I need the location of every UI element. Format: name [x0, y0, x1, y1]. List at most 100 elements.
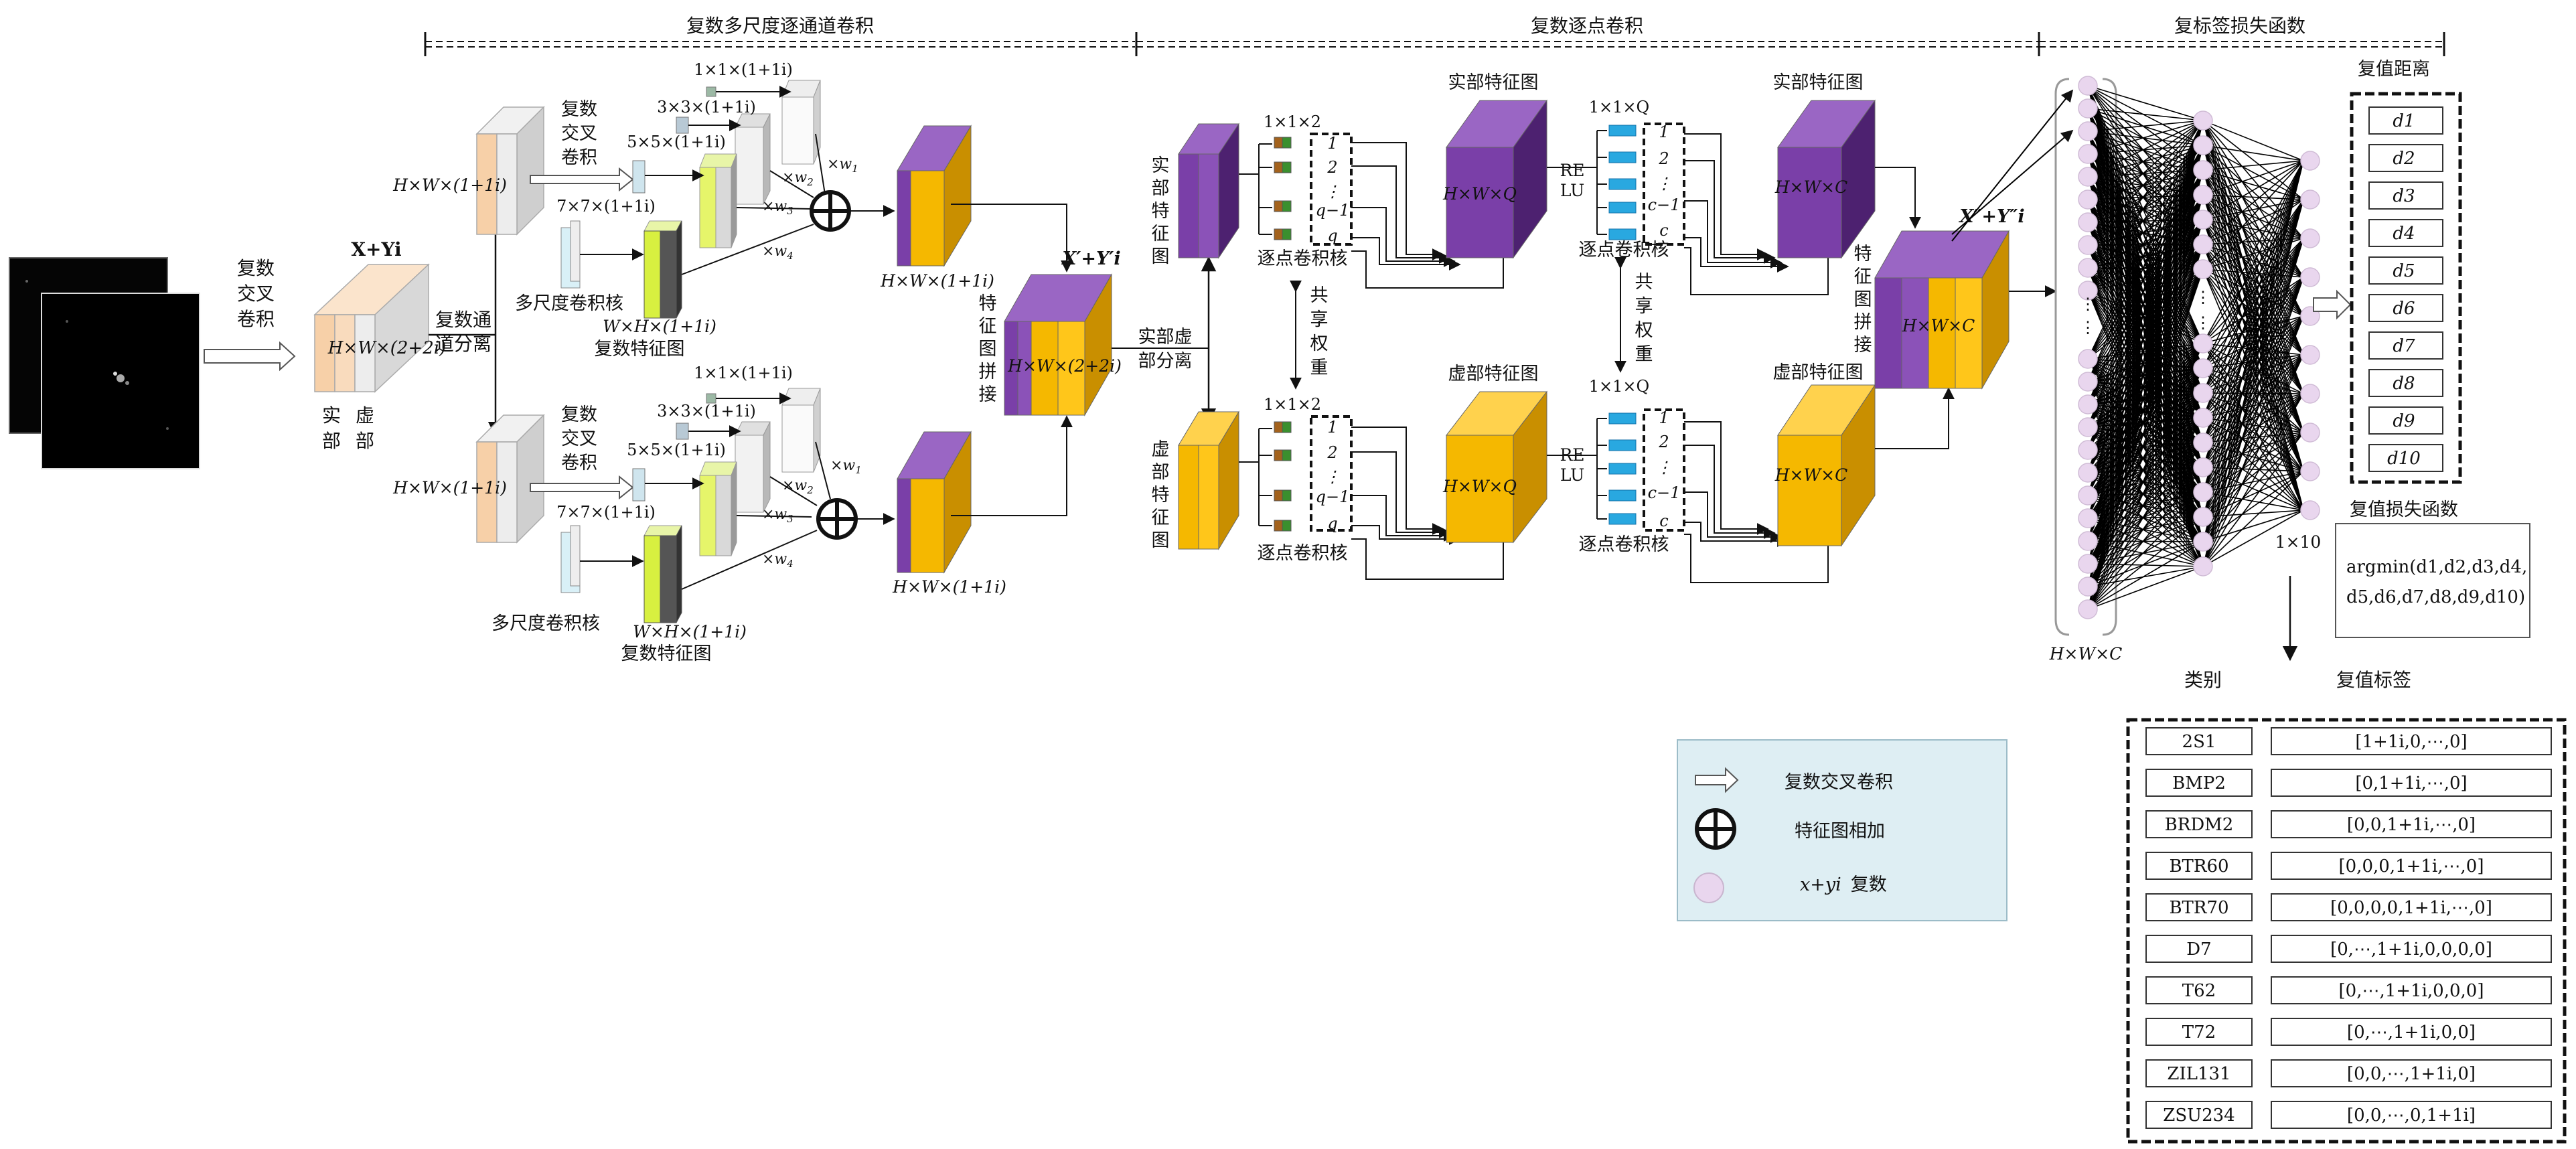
- pw-real-kernels-label2: 逐点卷积核: [1579, 240, 1669, 260]
- pw-real-feat-5: 图: [1152, 246, 1170, 267]
- top-k3-label: 3×3×(1+1i): [657, 98, 756, 117]
- concat2-label-3: 图: [1854, 289, 1872, 310]
- split-label-2: 道分离: [435, 333, 491, 355]
- fc-network: ⋮⋮⋮⋮: [1951, 76, 2320, 636]
- bot-branch-dim: H×W×(1+1i): [392, 478, 507, 497]
- fc-output-node: [2300, 345, 2320, 365]
- fc-input-node: [2078, 599, 2098, 619]
- fc-hidden-node: [2193, 135, 2213, 155]
- concat1-label-2: 征: [979, 316, 997, 337]
- fc-output-node: [2300, 423, 2320, 443]
- dist-item-label: d9: [2393, 411, 2415, 431]
- pw-imag-feat-5: 图: [1152, 530, 1170, 551]
- concat1-title: X′+Y′i: [1061, 248, 1120, 269]
- fc-hidden-node: [2193, 333, 2213, 354]
- labels-col-class: 类别: [2184, 669, 2222, 691]
- fc-input-dim: H×W×C: [2049, 644, 2123, 664]
- label-value-cell: [2271, 1059, 2552, 1087]
- concat1-label-1: 特: [979, 293, 997, 314]
- top-out-dim: H×W×(1+1i): [880, 271, 994, 291]
- input-real-label-2: 部: [322, 430, 341, 452]
- label-value-cell: [2271, 976, 2552, 1004]
- top-feat-dim: W×H×(1+1i): [603, 317, 716, 336]
- fc-hidden-node: [2193, 259, 2213, 279]
- share-label-3: 权: [1310, 333, 1329, 354]
- fc-ellipsis: ⋮: [2195, 313, 2211, 332]
- fc-input-node: [2078, 531, 2098, 551]
- fc-hidden-node: [2193, 185, 2213, 205]
- share2-label-1: 共: [1635, 272, 1653, 293]
- section-headers: 复数多尺度逐通道卷积 复数逐点卷积 复标签损失函数: [424, 15, 2445, 56]
- pw-real-kernel-dim: 1×1×2: [1264, 112, 1321, 131]
- fc-ellipsis: ⋮: [2080, 295, 2096, 313]
- pw-real-idx-3: ⋮: [1324, 182, 1341, 201]
- fc-input-node: [2078, 508, 2098, 528]
- pw-imag-map-title2: 虚部特征图: [1773, 362, 1864, 383]
- label-class-text: 2S1: [2182, 732, 2216, 752]
- top-feat-label: 复数特征图: [595, 339, 685, 360]
- top-cross-conv-2: 交叉: [561, 123, 597, 144]
- pw-real-kernel-dim2: 1×1×Q: [1589, 98, 1649, 117]
- label-class-cell: [2145, 727, 2253, 755]
- input-tensor-dim: H×W×(2+2i): [327, 338, 446, 358]
- label-class-text: BTR60: [2169, 856, 2228, 876]
- fc-input-node: [2078, 212, 2098, 232]
- pw-real-feat-2: 部: [1152, 178, 1170, 199]
- bot-k7-label: 7×7×(1+1i): [556, 503, 656, 522]
- fc-hidden-node: [2193, 433, 2213, 453]
- dist-item-box: [2368, 331, 2443, 360]
- top-kernels-label: 多尺度卷积核: [515, 293, 623, 314]
- pw-real-feat-4: 征: [1152, 224, 1170, 244]
- bot-kernels-label: 多尺度卷积核: [491, 613, 600, 634]
- dist-item-label: d1: [2393, 111, 2415, 131]
- top-k5-label: 5×5×(1+1i): [627, 133, 726, 151]
- dist-item-label: d7: [2393, 336, 2415, 356]
- fc-hidden-node: [2193, 110, 2213, 131]
- input-cross-conv-arrow: [204, 341, 296, 372]
- split-label-1: 复数通: [435, 309, 491, 331]
- dist-item-label: d3: [2393, 186, 2415, 206]
- concat2-dim: H×W×C: [1902, 316, 1975, 335]
- fc-hidden-node: [2193, 210, 2213, 230]
- fc-input-node: [2078, 349, 2098, 369]
- label-value-text: [0,⋯,1+1i,0,0,0,0]: [2330, 939, 2492, 960]
- label-value-text: [0,⋯,1+1i,0,0,0]: [2339, 981, 2484, 1001]
- top-w3: ×w3: [762, 198, 793, 217]
- input-imag-label-1: 虚: [356, 404, 374, 427]
- pw-imag-kernels-label2: 逐点卷积核: [1579, 534, 1669, 555]
- label-class-cell: [2145, 852, 2253, 880]
- pw-imag-idx2-2: 2: [1658, 433, 1669, 451]
- fc-input-node: [2078, 554, 2098, 574]
- legend: [1677, 739, 2007, 921]
- fc-input-node: [2078, 372, 2098, 392]
- pw-real-idx-5: q: [1327, 226, 1337, 245]
- dist-item-label: d8: [2393, 374, 2415, 394]
- pw-real-idx2-4: c−1: [1648, 196, 1681, 214]
- dist-item-box: [2368, 181, 2443, 210]
- fc-ellipsis: ⋮: [2195, 288, 2211, 307]
- label-class-text: BMP2: [2172, 773, 2226, 793]
- label-class-cell: [2145, 935, 2253, 963]
- pw-real-feat-1: 实: [1152, 155, 1170, 176]
- label-class-text: ZSU234: [2163, 1105, 2234, 1126]
- label-class-cell: [2145, 769, 2253, 797]
- fc-hidden-node: [2193, 507, 2213, 527]
- pw-real-dim-q: H×W×Q: [1442, 184, 1517, 204]
- pw-imag-map-title: 虚部特征图: [1448, 364, 1539, 384]
- share2-label-2: 享: [1635, 296, 1653, 317]
- concat2-label-1: 特: [1854, 244, 1872, 264]
- section-title-3: 复标签损失函数: [2174, 15, 2305, 37]
- dist-item-box: [2368, 256, 2443, 285]
- pw-real-feat-3: 特: [1152, 201, 1170, 222]
- pw-real-idx2-3: ⋮: [1656, 174, 1672, 193]
- fc-hidden-node: [2193, 358, 2213, 378]
- dist-item-label: d5: [2393, 261, 2415, 281]
- label-value-text: [0,0,⋯,1+1i,0]: [2347, 1064, 2476, 1084]
- pw-imag-path: [1178, 384, 1955, 583]
- share-label-1: 共: [1310, 285, 1329, 306]
- bot-w4: ×w4: [762, 551, 793, 570]
- input-cross-conv-label-1: 复数: [237, 257, 275, 279]
- label-value-cell: [2271, 893, 2552, 921]
- bot-k3-label: 3×3×(1+1i): [657, 402, 756, 420]
- concat2-title: X″+Y″i: [1958, 206, 2024, 227]
